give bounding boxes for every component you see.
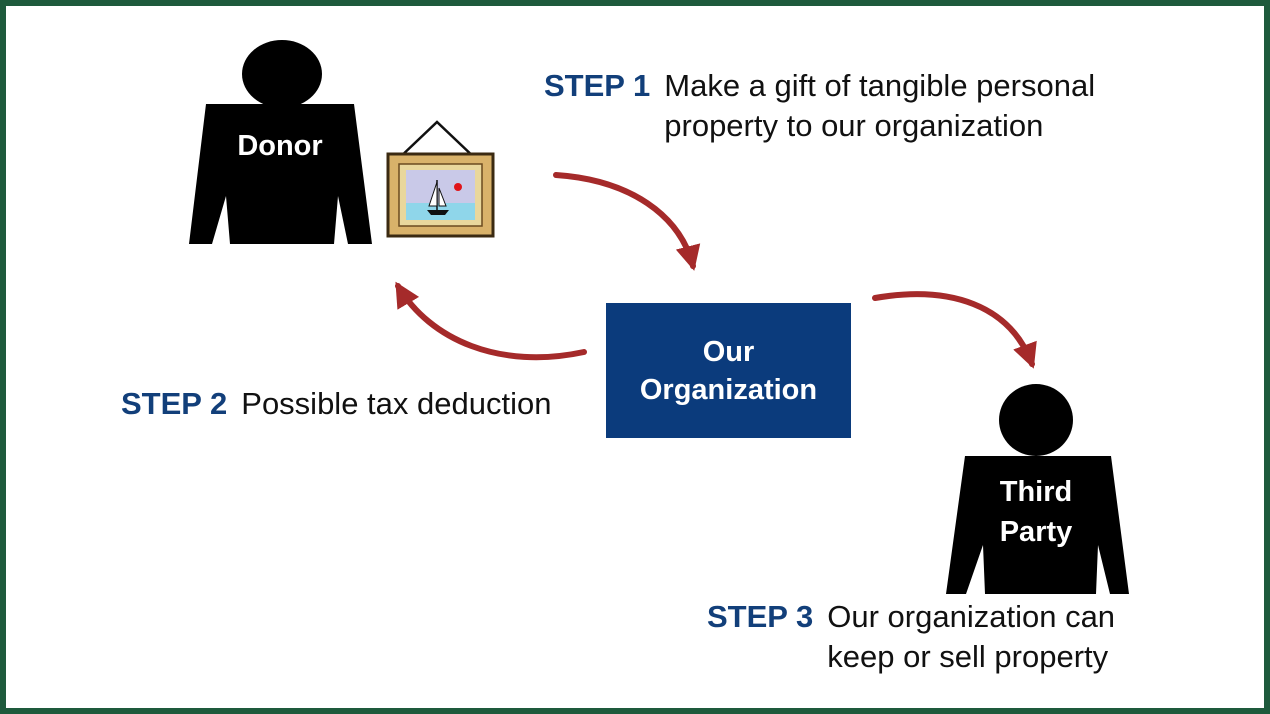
arrow-step1-curve-icon xyxy=(553,172,701,271)
step-1-label: STEP 1 xyxy=(544,68,651,103)
arrow-step2-curve-icon xyxy=(395,281,587,361)
organization-box: Our Organization xyxy=(606,303,851,438)
step-3-text-line2: keep or sell property xyxy=(827,639,1109,674)
step-1-text-line2: property to our organization xyxy=(664,108,1044,143)
step-1-text-line1: Make a gift of tangible personal xyxy=(664,68,1096,103)
third-party-label-line2: Party xyxy=(999,516,1073,548)
organization-label-line1: Our xyxy=(702,335,755,368)
step-2-label: STEP 2 xyxy=(121,386,228,421)
third-party-silhouette-icon xyxy=(946,384,1129,594)
step-3-label: STEP 3 xyxy=(707,599,814,634)
donor-silhouette-icon xyxy=(189,40,372,244)
step-2: STEP 2 Possible tax deduction xyxy=(121,384,551,424)
framed-sailboat-picture-icon xyxy=(386,120,495,238)
organization-label-line2: Organization xyxy=(639,373,818,406)
step-3: STEP 3 Our organization can keep or sell… xyxy=(707,597,1115,677)
arrow-step3-curve-icon xyxy=(872,291,1037,369)
donor-label: Donor xyxy=(237,130,323,162)
third-party-label-line1: Third xyxy=(999,476,1073,508)
step-2-text-line1: Possible tax deduction xyxy=(241,386,552,421)
step-3-text-line1: Our organization can xyxy=(827,599,1116,634)
third-party-label: Third Party xyxy=(978,472,1094,552)
step-1: STEP 1 Make a gift of tangible personal … xyxy=(544,66,1095,146)
